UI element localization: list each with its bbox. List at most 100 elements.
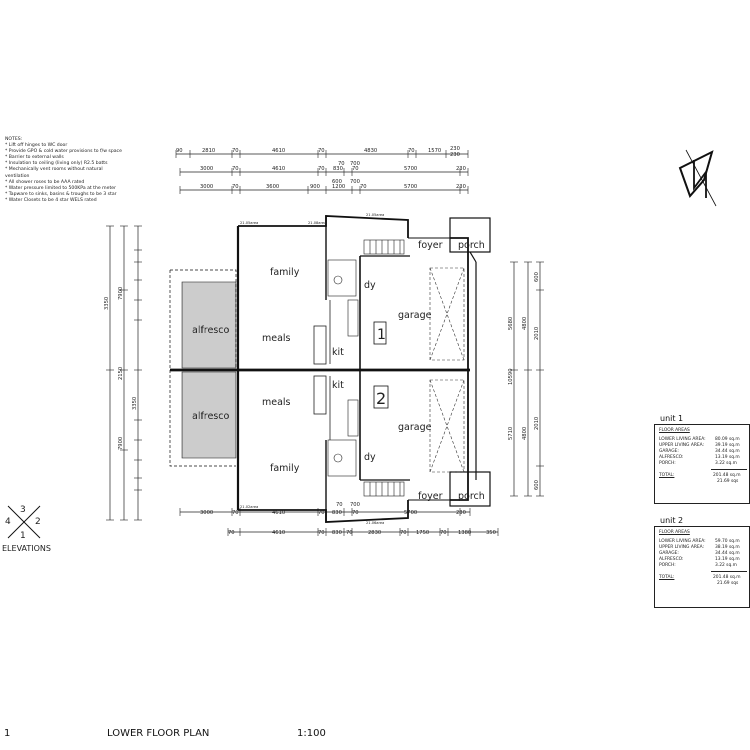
room-label-foyer-1: foyer	[418, 240, 443, 251]
dim-text: 4800	[522, 317, 528, 330]
dim-text: 70	[338, 161, 345, 167]
area-row-label: UPPER LIVING AREA:	[659, 443, 705, 448]
drawing-title: LOWER FLOOR PLAN	[107, 728, 210, 739]
dim-text: 70	[346, 530, 353, 536]
dim-text: 70	[336, 502, 343, 508]
room-label-garage-2: garage	[398, 422, 432, 433]
dim-text: 230	[456, 510, 466, 516]
dim-text: 600	[534, 272, 540, 282]
dim-text: 3000	[200, 166, 213, 172]
dim-text: 2830	[368, 530, 381, 536]
dim-text: 5700	[404, 184, 417, 190]
dim-text: 830	[332, 530, 342, 536]
svg-text:3: 3	[20, 505, 26, 515]
dim-text: 700	[350, 502, 360, 508]
area-row-value: 39.19 sq.m	[715, 443, 740, 448]
dim-text: 70	[400, 530, 407, 536]
room-label-family-2: family	[270, 463, 300, 474]
unit-2-heading: unit 2	[660, 516, 684, 525]
dim-text: 90	[176, 148, 183, 154]
dim-text: 230	[456, 184, 466, 190]
dim-text: 1750	[416, 530, 429, 536]
dim-text: 4800	[522, 427, 528, 440]
note-line: * Barrier to external walls	[5, 155, 64, 161]
elevations-label: ELEVATIONS	[2, 544, 51, 553]
note-line: * Insulation to ceiling (living only) R2…	[5, 161, 108, 167]
area-squares: 21.69 sqs	[717, 479, 739, 484]
dim-text: 230	[456, 166, 466, 172]
svg-text:2: 2	[376, 389, 386, 408]
area-row-value: 34.44 sq.m	[715, 551, 740, 556]
dim-text: 70	[318, 510, 325, 516]
dim-text: 1570	[428, 148, 441, 154]
area-total-value: 201.48 sq.m	[713, 473, 741, 478]
dim-text: 2810	[202, 148, 215, 154]
room-label-alfresco-2: alfresco	[192, 411, 230, 422]
room-label-laundry-2: dy	[364, 452, 376, 463]
room-label-meals-2: meals	[262, 397, 291, 408]
dim-text: 230	[450, 152, 460, 158]
dim-text: 1200	[332, 184, 345, 190]
dim-text: 3350	[104, 297, 110, 310]
dim-text: 70	[232, 510, 239, 516]
dim-text: 350	[486, 530, 496, 536]
area-row-label: GARAGE:	[659, 551, 679, 556]
area-row-label: GARAGE:	[659, 449, 679, 454]
note-line: * Tapware to sinks, basins & troughs to …	[5, 191, 117, 197]
note-line: * Water pressure limited to 500KPa at th…	[5, 185, 116, 191]
area-row-value: 59.70 sq.m	[715, 539, 740, 544]
dim-text: 70	[318, 166, 325, 172]
dim-text: 3000	[200, 510, 213, 516]
area-total-label: TOTAL:	[659, 575, 675, 580]
level-label: 21.05area	[366, 213, 384, 217]
room-label-laundry-1: dy	[364, 280, 376, 291]
svg-text:1: 1	[20, 531, 26, 541]
dim-text: 5680	[508, 317, 514, 330]
level-label: 21.05area	[240, 221, 258, 225]
notes-block: NOTES: * Lift off hinges to WC door * Pr…	[5, 137, 175, 204]
staircase-2	[363, 481, 405, 497]
svg-text:1: 1	[377, 327, 386, 343]
dim-text: 5700	[404, 510, 417, 516]
level-label: 21.06area	[366, 521, 384, 525]
dim-text: 70	[352, 510, 359, 516]
dim-text: 600	[332, 179, 342, 185]
notes-heading: NOTES:	[5, 137, 23, 142]
kitchen-bench	[313, 300, 331, 440]
area-row-label: PORCH:	[659, 563, 676, 568]
area-row-label: PORCH:	[659, 461, 676, 466]
dim-text: 5700	[404, 166, 417, 172]
unit-1-area-table: FLOOR AREAS LOWER LIVING AREA: 80.09 sq.…	[654, 424, 750, 504]
dim-text: 830	[332, 510, 342, 516]
dim-text: 70	[440, 530, 447, 536]
area-row-value: 3.22 sq.m	[715, 461, 737, 466]
drawing-number: 1	[4, 728, 11, 739]
top-dimension-lines	[175, 150, 469, 194]
room-label-alfresco-1: alfresco	[192, 325, 230, 336]
area-row-label: LOWER LIVING AREA:	[659, 539, 706, 544]
dim-text: 2010	[534, 327, 540, 340]
area-row-label: ALFRESCO:	[659, 557, 684, 562]
area-row-label: ALFRESCO:	[659, 455, 684, 460]
dim-text: 70	[232, 166, 239, 172]
dim-text: 70	[228, 530, 235, 536]
wet-areas	[327, 259, 359, 477]
dim-text: 1380	[458, 530, 471, 536]
dim-text: 70	[360, 184, 367, 190]
dim-text: 600	[534, 480, 540, 490]
dim-text: 10590	[508, 368, 514, 385]
alfresco-deck-1	[181, 281, 237, 369]
note-line: * Provide GPO & cold water provisions to…	[5, 149, 122, 155]
area-row-value: 13.19 sq.m	[715, 455, 740, 460]
room-label-meals-1: meals	[262, 333, 291, 344]
svg-text:2: 2	[35, 517, 41, 527]
dim-text: 5710	[508, 427, 514, 440]
area-row-value: 38.19 sq.m	[715, 545, 740, 550]
note-line: * Mechanically vent rooms without natura…	[5, 167, 103, 173]
garage-car-spaces	[429, 267, 465, 473]
dim-text: 70	[408, 148, 415, 154]
area-row-value: 13.19 sq.m	[715, 557, 740, 562]
unit-number-2: 2	[373, 385, 389, 409]
room-label-family-1: family	[270, 267, 300, 278]
alfresco-deck-2	[181, 371, 237, 459]
